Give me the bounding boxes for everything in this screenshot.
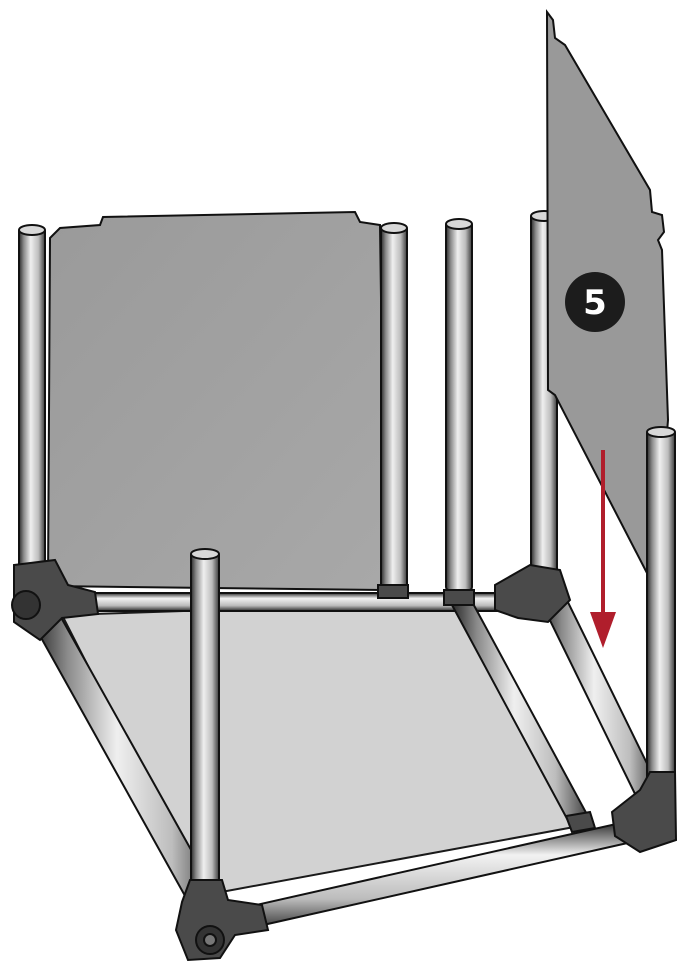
connector-hub: [11, 590, 41, 620]
step-number: 5: [583, 283, 607, 323]
step-badge-circle: [565, 272, 625, 332]
connector-mid-joint: [443, 589, 475, 606]
connector-back-left: [13, 558, 100, 642]
rod-cap: [445, 218, 473, 230]
rod-back-horizontal: [59, 592, 501, 612]
rod-cap: [646, 426, 676, 438]
connector-middle-front: [564, 810, 597, 834]
connectors: [11, 558, 677, 962]
rod-front-left: [190, 551, 220, 893]
connector-mid-joint: [377, 584, 409, 599]
rod-back-mid-left: [380, 225, 408, 589]
arrow-down-icon: [590, 450, 616, 648]
connector-hub-hole: [203, 933, 217, 947]
rod-cap: [380, 222, 408, 234]
connector-back-right: [494, 563, 572, 624]
rod-cap: [18, 224, 46, 236]
back-panel: [46, 210, 387, 592]
connector-front-right: [610, 771, 677, 854]
step-badge: 5: [565, 272, 625, 332]
rod-back-mid-right: [445, 221, 473, 591]
rod-front-right: [646, 429, 676, 791]
rod-back-left: [18, 227, 46, 579]
rod-cap: [190, 548, 220, 560]
